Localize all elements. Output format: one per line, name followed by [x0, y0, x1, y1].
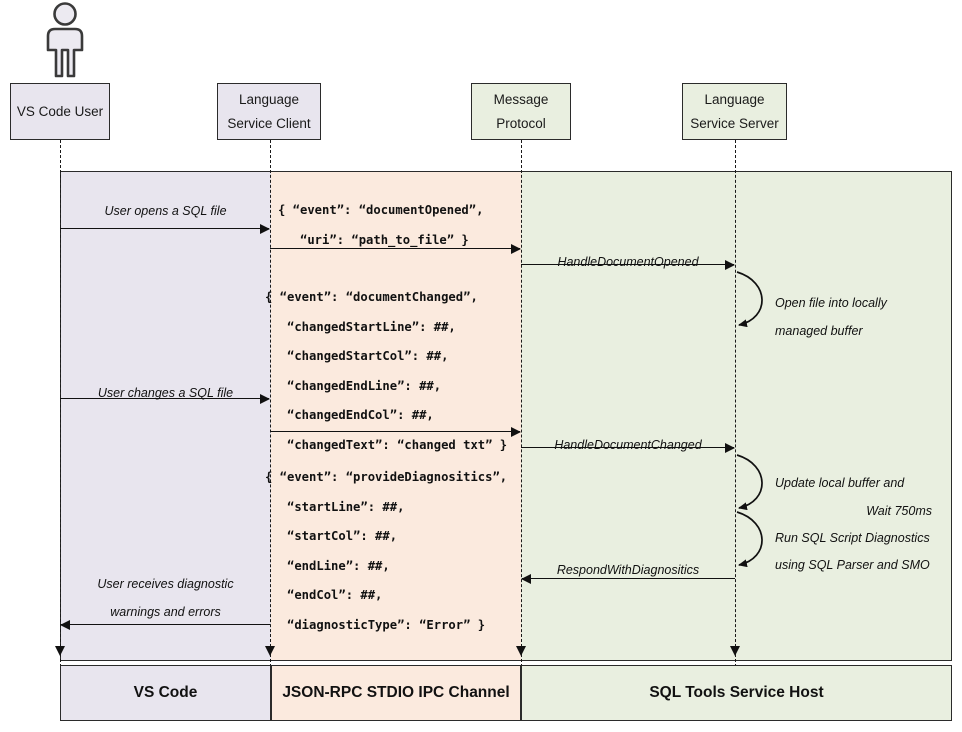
message-arrow-handle-document-changed — [521, 442, 735, 453]
participant-client-label-2: Service Client — [227, 115, 311, 131]
self-action-update-buffer-1: Update local buffer and — [775, 476, 905, 490]
lifeline-user — [60, 140, 61, 667]
participant-protocol-label-2: Protocol — [496, 115, 546, 131]
participant-user-label: VS Code User — [16, 103, 104, 119]
lifeline-client — [270, 140, 271, 667]
message-label-user-opens: User opens a SQL file — [104, 204, 227, 218]
json-payload-document-opened: { “event”: “documentOpened”, “uri”: “pat… — [278, 203, 484, 247]
footer-lane-ipc[interactable]: JSON-RPC STDIO IPC Channel — [271, 665, 521, 721]
participant-protocol-label-1: Message — [493, 91, 549, 107]
footer-lane-host-label: SQL Tools Service Host — [649, 684, 824, 701]
footer-lane-vscode-label: VS Code — [133, 684, 198, 701]
message-arrow-client-to-protocol-opened — [270, 243, 521, 254]
self-action-open-file-2: managed buffer — [775, 324, 863, 338]
message-label-user-receives-1: User receives diagnostic — [97, 577, 234, 591]
lifeline-protocol — [521, 140, 522, 667]
json-payload-provide-diagnostics: { “event”: “provideDiagnositics”, “start… — [265, 470, 508, 632]
message-arrow-handle-document-opened — [521, 259, 735, 270]
message-label-handle-document-changed: HandleDocumentChanged — [554, 438, 702, 452]
message-label-respond-with-diagnostics: RespondWithDiagnositics — [556, 563, 700, 577]
message-arrow-user-changes — [60, 393, 270, 404]
message-arrow-user-receives — [60, 619, 270, 630]
footer-lane-vscode[interactable]: VS Code — [60, 665, 271, 721]
self-action-run-diagnostics-2: using SQL Parser and SMO — [775, 558, 930, 572]
participant-server[interactable]: Language Service Server — [682, 83, 787, 140]
json-payload-document-changed: { “event”: “documentChanged”, “changedSt… — [265, 290, 508, 452]
footer-lane-ipc-label: JSON-RPC STDIO IPC Channel — [282, 684, 510, 701]
message-label-handle-document-opened: HandleDocumentOpened — [557, 255, 699, 269]
lane-band-ipc — [271, 171, 521, 661]
participant-server-label-2: Service Server — [690, 115, 779, 131]
message-arrow-user-opens — [60, 223, 270, 234]
lane-band-vscode — [60, 171, 271, 661]
participant-protocol[interactable]: Message Protocol — [471, 83, 571, 140]
self-action-update-buffer-2: Wait 750ms — [866, 504, 932, 518]
message-arrow-client-to-protocol-changed — [270, 426, 521, 437]
self-action-run-diagnostics-1: Run SQL Script Diagnostics — [775, 531, 930, 545]
message-arrow-respond-with-diagnostics — [521, 573, 735, 584]
message-label-user-receives-2: warnings and errors — [110, 605, 221, 619]
message-label-user-changes: User changes a SQL file — [97, 386, 234, 400]
participant-client-label-1: Language — [238, 91, 300, 107]
lifeline-server — [735, 140, 736, 667]
footer-lane-host[interactable]: SQL Tools Service Host — [521, 665, 952, 721]
vs-code-user-actor-icon — [34, 2, 96, 80]
self-action-open-file-1: Open file into locally — [775, 296, 887, 310]
participant-user[interactable]: VS Code User — [10, 83, 110, 140]
participant-server-label-1: Language — [704, 91, 765, 107]
lane-band-host — [521, 171, 952, 661]
participant-client[interactable]: Language Service Client — [217, 83, 321, 140]
